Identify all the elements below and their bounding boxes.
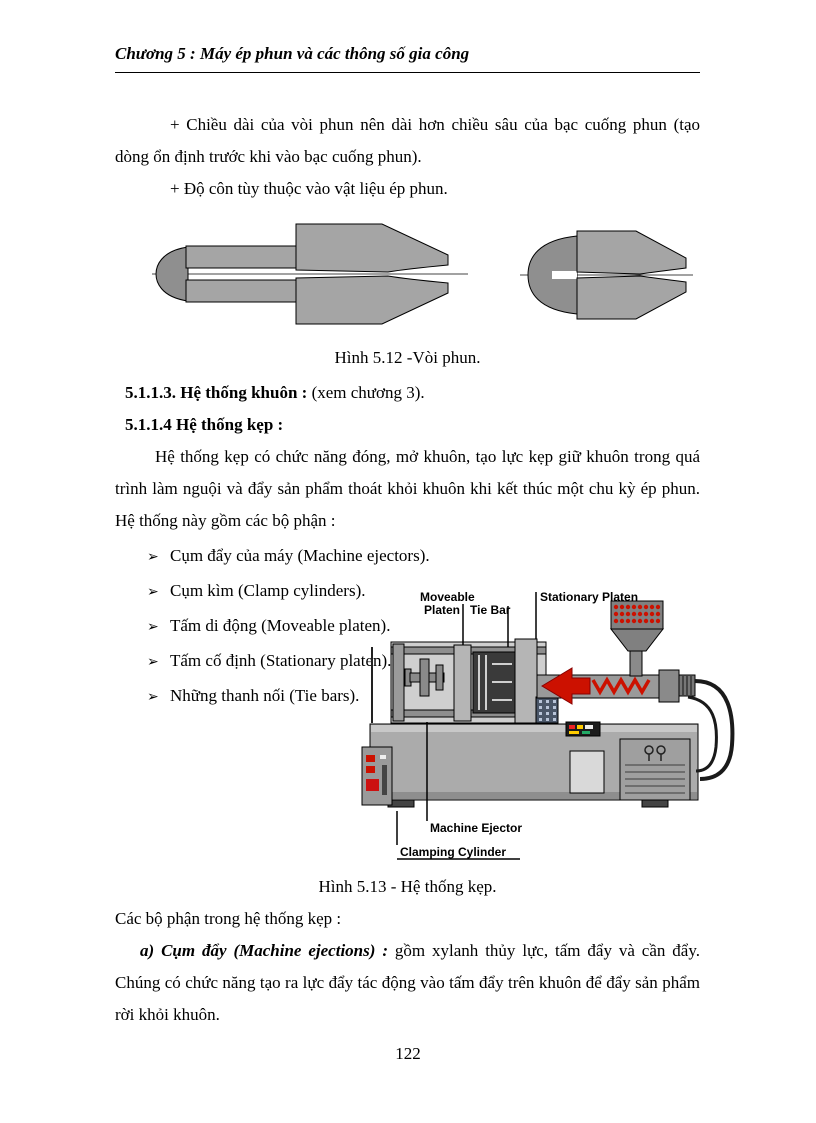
label-moveable-platen: Moveable: [420, 590, 475, 604]
nozzle-drawings: [115, 219, 700, 329]
hose: [694, 679, 735, 781]
clamp-parts-list: ➢ Cụm đẩy của máy (Machine ejectors). ➢ Cụ…: [115, 539, 700, 714]
heading-bold: 5.1.1.3. Hệ thống khuôn :: [125, 383, 308, 402]
arrow-bullet-icon: ➢: [147, 584, 159, 600]
chapter-header: Chương 5 : Máy ép phun và các thông số g…: [115, 44, 700, 73]
mold-block: [472, 651, 516, 714]
nozzle-drawing-right: [520, 230, 693, 319]
list-item: ➢ Cụm kìm (Clamp cylinders).: [147, 574, 700, 609]
list-item-label: Cụm đẩy của máy (Machine ejectors).: [170, 546, 430, 565]
clamp-section: ➢ Cụm đẩy của máy (Machine ejectors). ➢ Cụ…: [115, 539, 735, 871]
housing-top: [576, 230, 687, 275]
arrow-bullet-icon: ➢: [147, 654, 159, 670]
list-item-label: Cụm kìm (Clamp cylinders).: [170, 581, 366, 600]
housing-bottom: [576, 274, 687, 319]
paragraph-nozzle-taper: + Độ côn tùy thuộc vào vật liệu ép phun.: [170, 179, 448, 198]
list-item: ➢ Tấm di động (Moveable platen).: [147, 609, 700, 644]
nozzle-drawing-left: [152, 223, 468, 324]
end-plate: [392, 643, 405, 722]
label-clamping-cylinder: Clamping Cylinder: [400, 845, 506, 859]
heading-note: (xem chương 3).: [307, 383, 425, 402]
housing-top: [295, 223, 449, 273]
stationary-platen: [514, 638, 538, 724]
section-heading-5113: 5.1.1.3. Hệ thống khuôn : (xem chương 3)…: [115, 377, 700, 409]
figure-clamping-system: Moveable Platen Tie Bar Stationary Plate…: [358, 589, 743, 867]
page-number: 122: [395, 1044, 421, 1063]
label-tie-bar: Tie Bar: [470, 603, 511, 617]
control-cabinet: [619, 738, 691, 801]
figure-512-caption: Hình 5.12 -Vòi phun.: [334, 348, 481, 367]
hose: [687, 695, 718, 773]
keypad: [535, 696, 559, 724]
chapter-header-text: Chương 5 : Máy ép phun và các thông số g…: [115, 44, 470, 63]
figure-513-caption: Hình 5.13 - Hệ thống kẹp.: [318, 877, 497, 896]
label-machine-ejector: Machine Ejector: [430, 821, 522, 835]
item-a-text: gồm xylanh thủy lực, tấm đẩy và cần đẩy.…: [115, 941, 701, 1024]
heading-bold: 5.1.1.4 Hệ thống kẹp :: [125, 415, 284, 434]
arrow-bullet-icon: ➢: [147, 549, 159, 565]
nozzle-bore: [552, 270, 577, 279]
injection-screw: [591, 676, 651, 696]
figure-nozzle: Hình 5.12 -Vòi phun.: [115, 219, 700, 373]
side-control-panel: [361, 746, 393, 806]
arrow-bullet-icon: ➢: [147, 619, 159, 635]
section-heading-5114: 5.1.1.4 Hệ thống kẹp :: [115, 409, 700, 441]
label-moveable-platen-2: Platen: [424, 603, 460, 617]
machine-ejector-assembly: [404, 658, 445, 697]
list-item: ➢ Những thanh nối (Tie bars).: [147, 679, 700, 714]
indicator-panel: [565, 721, 601, 737]
clamping-unit: [390, 638, 547, 724]
list-item: ➢ Cụm đẩy của máy (Machine ejectors).: [147, 539, 700, 574]
barrel-wall-bottom: [185, 279, 301, 302]
leader-lines: [396, 592, 537, 860]
clamping-system-drawing: Moveable Platen Tie Bar Stationary Plate…: [361, 590, 735, 860]
flow-arrow: [541, 667, 591, 705]
housing-bottom: [295, 274, 449, 324]
nozzle-cap: [155, 245, 189, 302]
paragraph-item-a: a) Cụm đẩy (Machine ejections) : gồm xyl…: [115, 935, 700, 1031]
list-item-label: Tấm cố định (Stationary platen).: [170, 651, 392, 670]
paragraph-clamp-intro: Hệ thống kẹp có chức năng đóng, mở khuôn…: [115, 447, 700, 530]
list-item-label: Tấm di động (Moveable platen).: [170, 616, 391, 635]
hopper: [609, 600, 665, 677]
paragraph-nozzle-length: + Chiều dài của vòi phun nên dài hơn chi…: [115, 115, 700, 166]
list-item: ➢ Tấm cố định (Stationary platen).: [147, 644, 700, 679]
paragraph-parts-lead: Các bộ phận trong hệ thống kẹp :: [115, 909, 342, 928]
moveable-platen: [453, 644, 472, 722]
label-stationary-platen: Stationary Platen: [540, 590, 638, 604]
list-item-label: Những thanh nối (Tie bars).: [170, 686, 360, 705]
plastic-pellets: [613, 604, 661, 624]
injection-unit: [536, 667, 735, 781]
item-a-heading: a) Cụm đẩy (Machine ejections) :: [140, 941, 388, 960]
arrow-bullet-icon: ➢: [147, 689, 159, 705]
barrel-wall-top: [185, 245, 301, 268]
bed-box: [569, 750, 605, 794]
